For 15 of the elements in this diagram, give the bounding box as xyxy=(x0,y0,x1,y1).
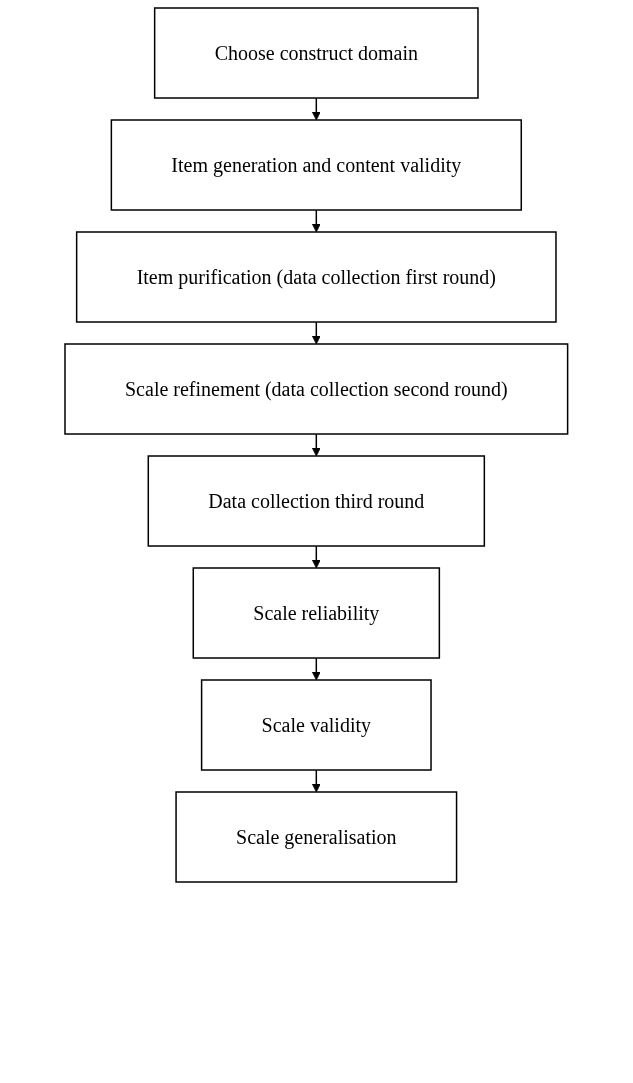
node-box: Scale refinement (data collection second round) xyxy=(64,343,569,435)
node-box: Item purification (data collection first round) xyxy=(76,231,557,323)
arrow xyxy=(312,769,321,793)
arrow xyxy=(312,321,321,345)
arrow xyxy=(312,545,321,569)
arrow xyxy=(312,209,321,233)
node-box: Scale validity xyxy=(201,679,432,771)
arrow xyxy=(312,657,321,681)
arrow xyxy=(312,433,321,457)
node-box: Scale reliability xyxy=(192,567,441,659)
node-box: Scale generalisation xyxy=(175,791,458,883)
node-box: Data collection third round xyxy=(147,455,486,547)
node-box: Choose construct domain xyxy=(154,7,479,99)
arrow xyxy=(312,97,321,121)
node-box: Item generation and content validity xyxy=(110,119,523,211)
